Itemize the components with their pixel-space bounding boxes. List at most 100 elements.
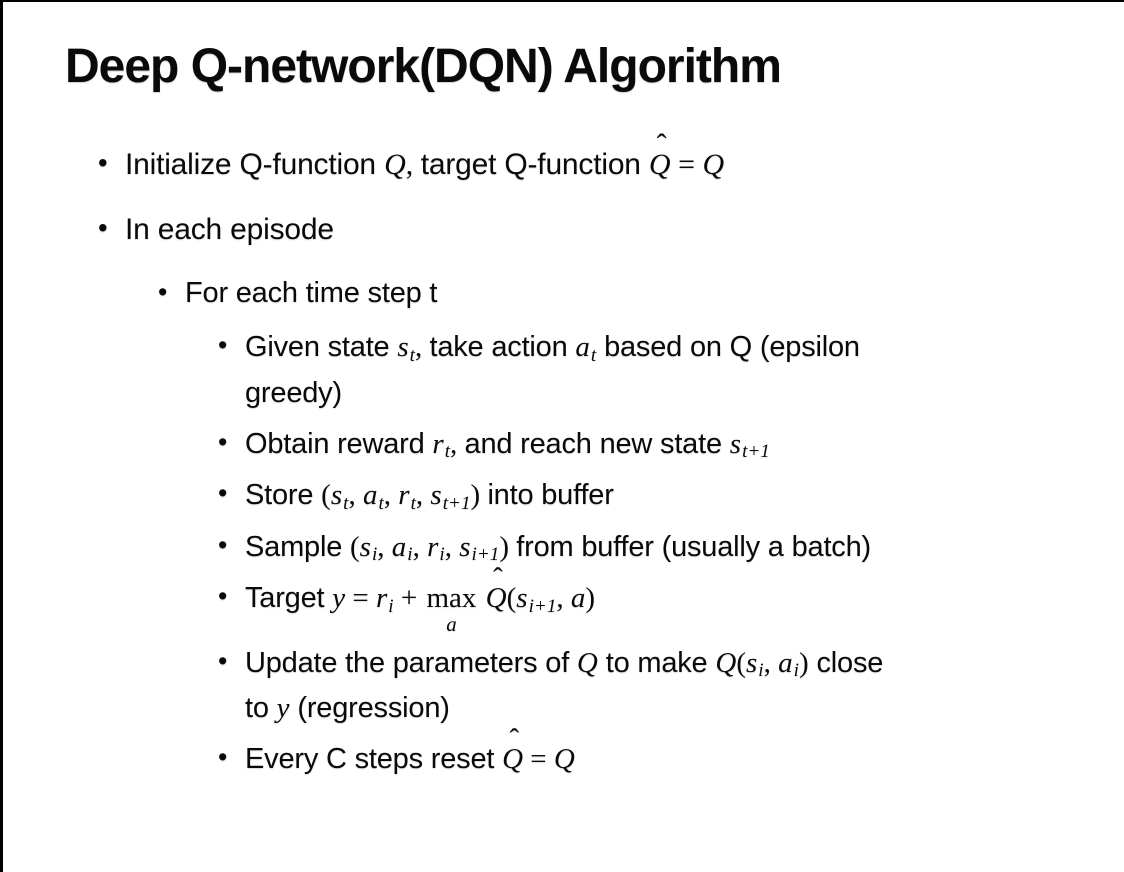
text-segment: to make [597, 646, 716, 679]
bullet-text: Store (st, at, rt, st+1) into buffer [245, 473, 1084, 518]
math-variable: Q [702, 147, 725, 181]
math-subscript: t [590, 345, 597, 367]
math-operator: max [426, 581, 477, 614]
math-operator: ( [506, 581, 517, 614]
math-subscripted: si [359, 530, 378, 566]
bullet-icon: • [218, 742, 228, 773]
bullet-icon: • [98, 146, 108, 178]
text-segment: from buffer (usually a batch) [516, 530, 871, 563]
math-subscripted: rt [398, 479, 416, 514]
math-operator [478, 582, 485, 614]
bullet-icon: • [218, 529, 228, 560]
math-base: s [359, 530, 371, 563]
bullet-list: • Initialize Q-function Q, target Q-funct… [3, 129, 1124, 782]
math-subscript: t [409, 345, 415, 367]
text-segment: For each time step t [185, 276, 438, 309]
math-operator: , [405, 147, 421, 181]
slide-title: Deep Q-network(DQN) Algorithm [65, 40, 782, 93]
hat-accent-icon: ˆ [656, 127, 667, 161]
math-subscript: i [388, 595, 394, 617]
math-subscript: t [378, 492, 384, 514]
math-operator: ) [585, 581, 596, 614]
math-variable: Q [576, 646, 598, 679]
math-subscript: t+1 [742, 441, 770, 463]
math-subscript: i+1 [471, 544, 500, 566]
text-segment: Update the parameters of [245, 646, 577, 679]
math-subscripted: ri [427, 531, 445, 566]
math-variable: Q [715, 646, 737, 679]
math-base: s [729, 427, 742, 460]
math-subscripted: ai [392, 531, 413, 566]
math-operator: , [556, 581, 571, 614]
math-variable: y [332, 581, 346, 614]
bullet-icon: • [98, 211, 108, 243]
math-base: s [516, 581, 528, 614]
math-subscript: t [410, 492, 416, 514]
bullet-text: In each episode [125, 207, 1084, 252]
math-subscripted: st [397, 331, 415, 367]
math-variable: Q [384, 147, 406, 181]
math-subscripted: si+1 [459, 530, 500, 566]
math-subscripted: at [362, 479, 384, 514]
math-base: a [575, 331, 590, 364]
text-segment: Obtain reward [245, 427, 433, 460]
math-subscript: i [407, 544, 413, 566]
bullet-text: For each time step t [185, 272, 1084, 316]
math-subscripted: st+1 [430, 479, 471, 514]
math-subscript: t+1 [442, 492, 471, 514]
math-operator: + [393, 581, 425, 614]
text-segment: to [245, 692, 277, 725]
math-base: s [459, 530, 471, 563]
math-base: a [362, 479, 378, 512]
bullet-item: •Update the parameters of Q to make Q(si… [3, 641, 1124, 731]
hat-accent-icon: ˆ [509, 723, 520, 756]
math-operator: ( [736, 646, 746, 679]
text-segment: Sample [245, 530, 350, 563]
text-segment: target Q-function [420, 147, 649, 181]
math-operator: , [414, 331, 430, 364]
bullet-item: • Initialize Q-function Q, target Q-funct… [3, 129, 1124, 187]
hat-accent-icon: ˆ [493, 562, 503, 595]
math-base: r [432, 427, 444, 460]
text-segment: into buffer [487, 479, 614, 512]
math-operator: , [763, 646, 779, 679]
math-variable: Q [553, 743, 575, 776]
bullet-item: •Obtain reward rt, and reach new state s… [3, 422, 1124, 467]
math-subscripted: ai [778, 647, 799, 682]
math-operator: , [415, 479, 431, 512]
text-segment: Given state [245, 331, 398, 364]
math-subscripted: at [575, 331, 597, 367]
bullet-item: •Store (st, at, rt, st+1) into buffer [3, 473, 1124, 518]
math-operator: = [523, 743, 554, 776]
math-subscript: t [343, 492, 349, 514]
math-operator: = [345, 581, 376, 614]
math-base: s [745, 646, 758, 679]
bullet-icon: • [158, 276, 168, 307]
math-subscript: i+1 [528, 595, 557, 617]
math-operator: ) [499, 530, 517, 563]
math-base: r [376, 581, 388, 614]
text-segment: Store [245, 479, 322, 512]
text-segment: greedy) [245, 376, 342, 409]
math-operator: , [450, 427, 465, 460]
bullet-text: Sample (si, ai, ri, si+1) from buffer (u… [245, 525, 1084, 570]
text-segment: Target [245, 581, 333, 614]
bullet-item: •Sample (si, ai, ri, si+1) from buffer (… [3, 525, 1124, 570]
bullet-text: Initialize Q-function Q, target Q-functi… [125, 129, 1084, 187]
math-subscripted: st [330, 479, 349, 514]
text-segment: close [808, 646, 884, 679]
math-operator: ) [470, 479, 488, 512]
math-base: s [397, 331, 409, 364]
bullet-icon: • [218, 478, 228, 509]
math-variable: a [570, 581, 586, 614]
bullet-icon: • [218, 580, 228, 611]
math-base: s [330, 479, 343, 512]
